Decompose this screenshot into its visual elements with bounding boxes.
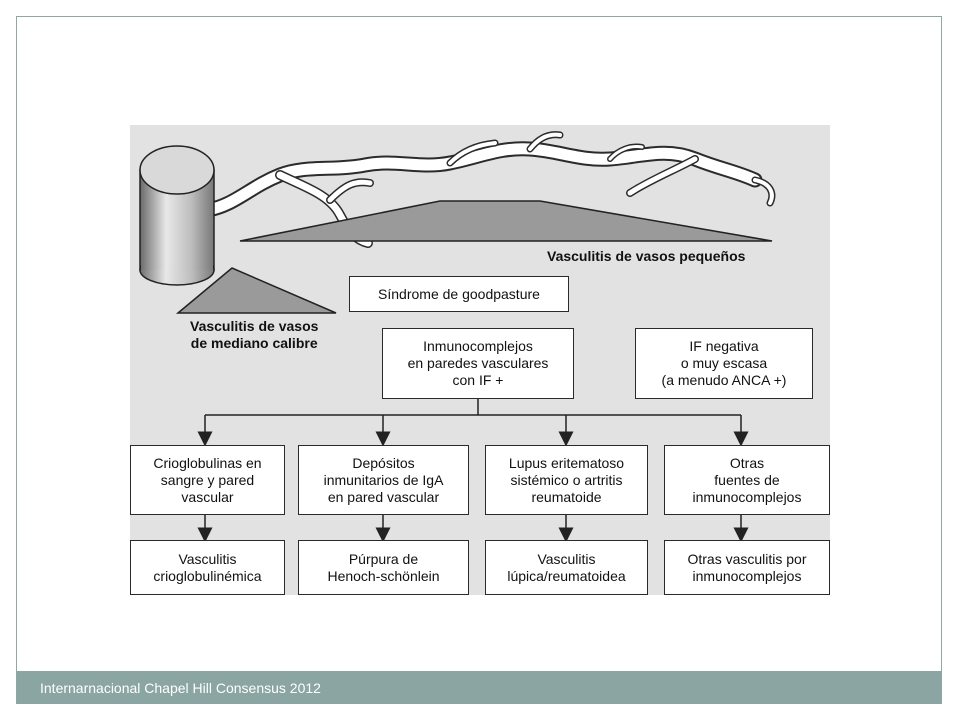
diagram-graphics — [139, 131, 776, 543]
cause-box-iga: Depósitos inmunitarios de IgA en pared v… — [298, 445, 469, 515]
outcome-box-henoch: Púrpura de Henoch-schönlein — [298, 540, 469, 595]
medium-vessels-triangle — [175, 267, 337, 314]
if-negative-box: IF negativa o muy escasa (a menudo ANCA … — [635, 328, 813, 399]
outcome-box-cryoglobulinemic: Vasculitis crioglobulinémica — [130, 540, 285, 595]
goodpasture-box: Síndrome de goodpasture — [349, 276, 569, 312]
small-vessels-label: Vasculitis de vasos pequeños — [547, 248, 746, 264]
cause-box-other: Otras fuentes de inmunocomplejos — [664, 445, 830, 515]
cause-box-cryoglobulins: Crioglobulinas en sangre y pared vascula… — [130, 445, 285, 515]
outcome-box-other: Otras vasculitis por inmunocomplejos — [664, 540, 830, 595]
connector-lines — [197, 399, 749, 543]
immunocomplexes-box: Inmunocomplejos en paredes vasculares co… — [382, 328, 574, 399]
footer-bar — [17, 671, 942, 704]
large-vessel-cylinder-icon — [139, 145, 215, 286]
footer-caption: Internarnacional Chapel Hill Consensus 2… — [40, 680, 321, 696]
medium-vessels-label: Vasculitis de vasos de mediano calibre — [190, 318, 319, 351]
outcome-box-lupus: Vasculitis lúpica/reumatoidea — [485, 540, 648, 595]
small-vessels-triangle — [239, 200, 773, 242]
cause-box-lupus: Lupus eritematoso sistémico o artritis r… — [485, 445, 648, 515]
